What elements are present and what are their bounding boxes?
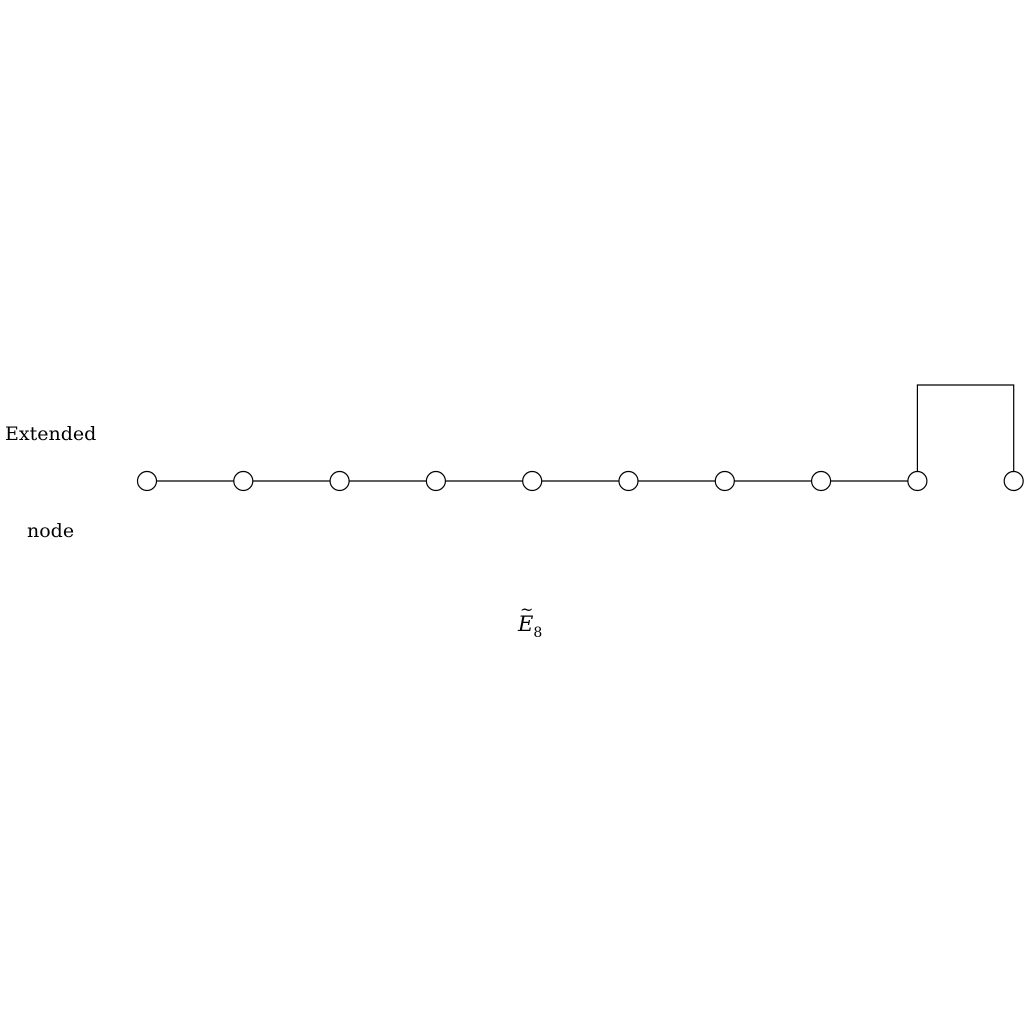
title-letter-wrap: E~ bbox=[518, 602, 534, 636]
title-letter: E bbox=[518, 612, 534, 636]
node-n3 bbox=[425, 470, 446, 492]
node-n5 bbox=[618, 470, 639, 492]
title-subscript: 8 bbox=[533, 625, 543, 641]
node-n2 bbox=[329, 470, 350, 492]
nodes-layer bbox=[136, 470, 1024, 492]
node-n9 bbox=[1003, 470, 1024, 492]
extended-node-label-line-2: node bbox=[27, 520, 75, 542]
diagram-title: E~8 bbox=[518, 602, 542, 641]
edges-layer bbox=[147, 384, 1015, 482]
node-n1 bbox=[233, 470, 254, 492]
node-n6 bbox=[714, 470, 735, 492]
node-n8 bbox=[907, 470, 928, 492]
node-n7 bbox=[810, 470, 832, 492]
node-n4 bbox=[522, 470, 543, 492]
edge-n8-n9 bbox=[916, 384, 1015, 481]
title-tilde-accent: ~ bbox=[520, 600, 534, 619]
extended-node-label-line-1: Extended bbox=[5, 423, 97, 445]
extended-node bbox=[136, 470, 158, 492]
